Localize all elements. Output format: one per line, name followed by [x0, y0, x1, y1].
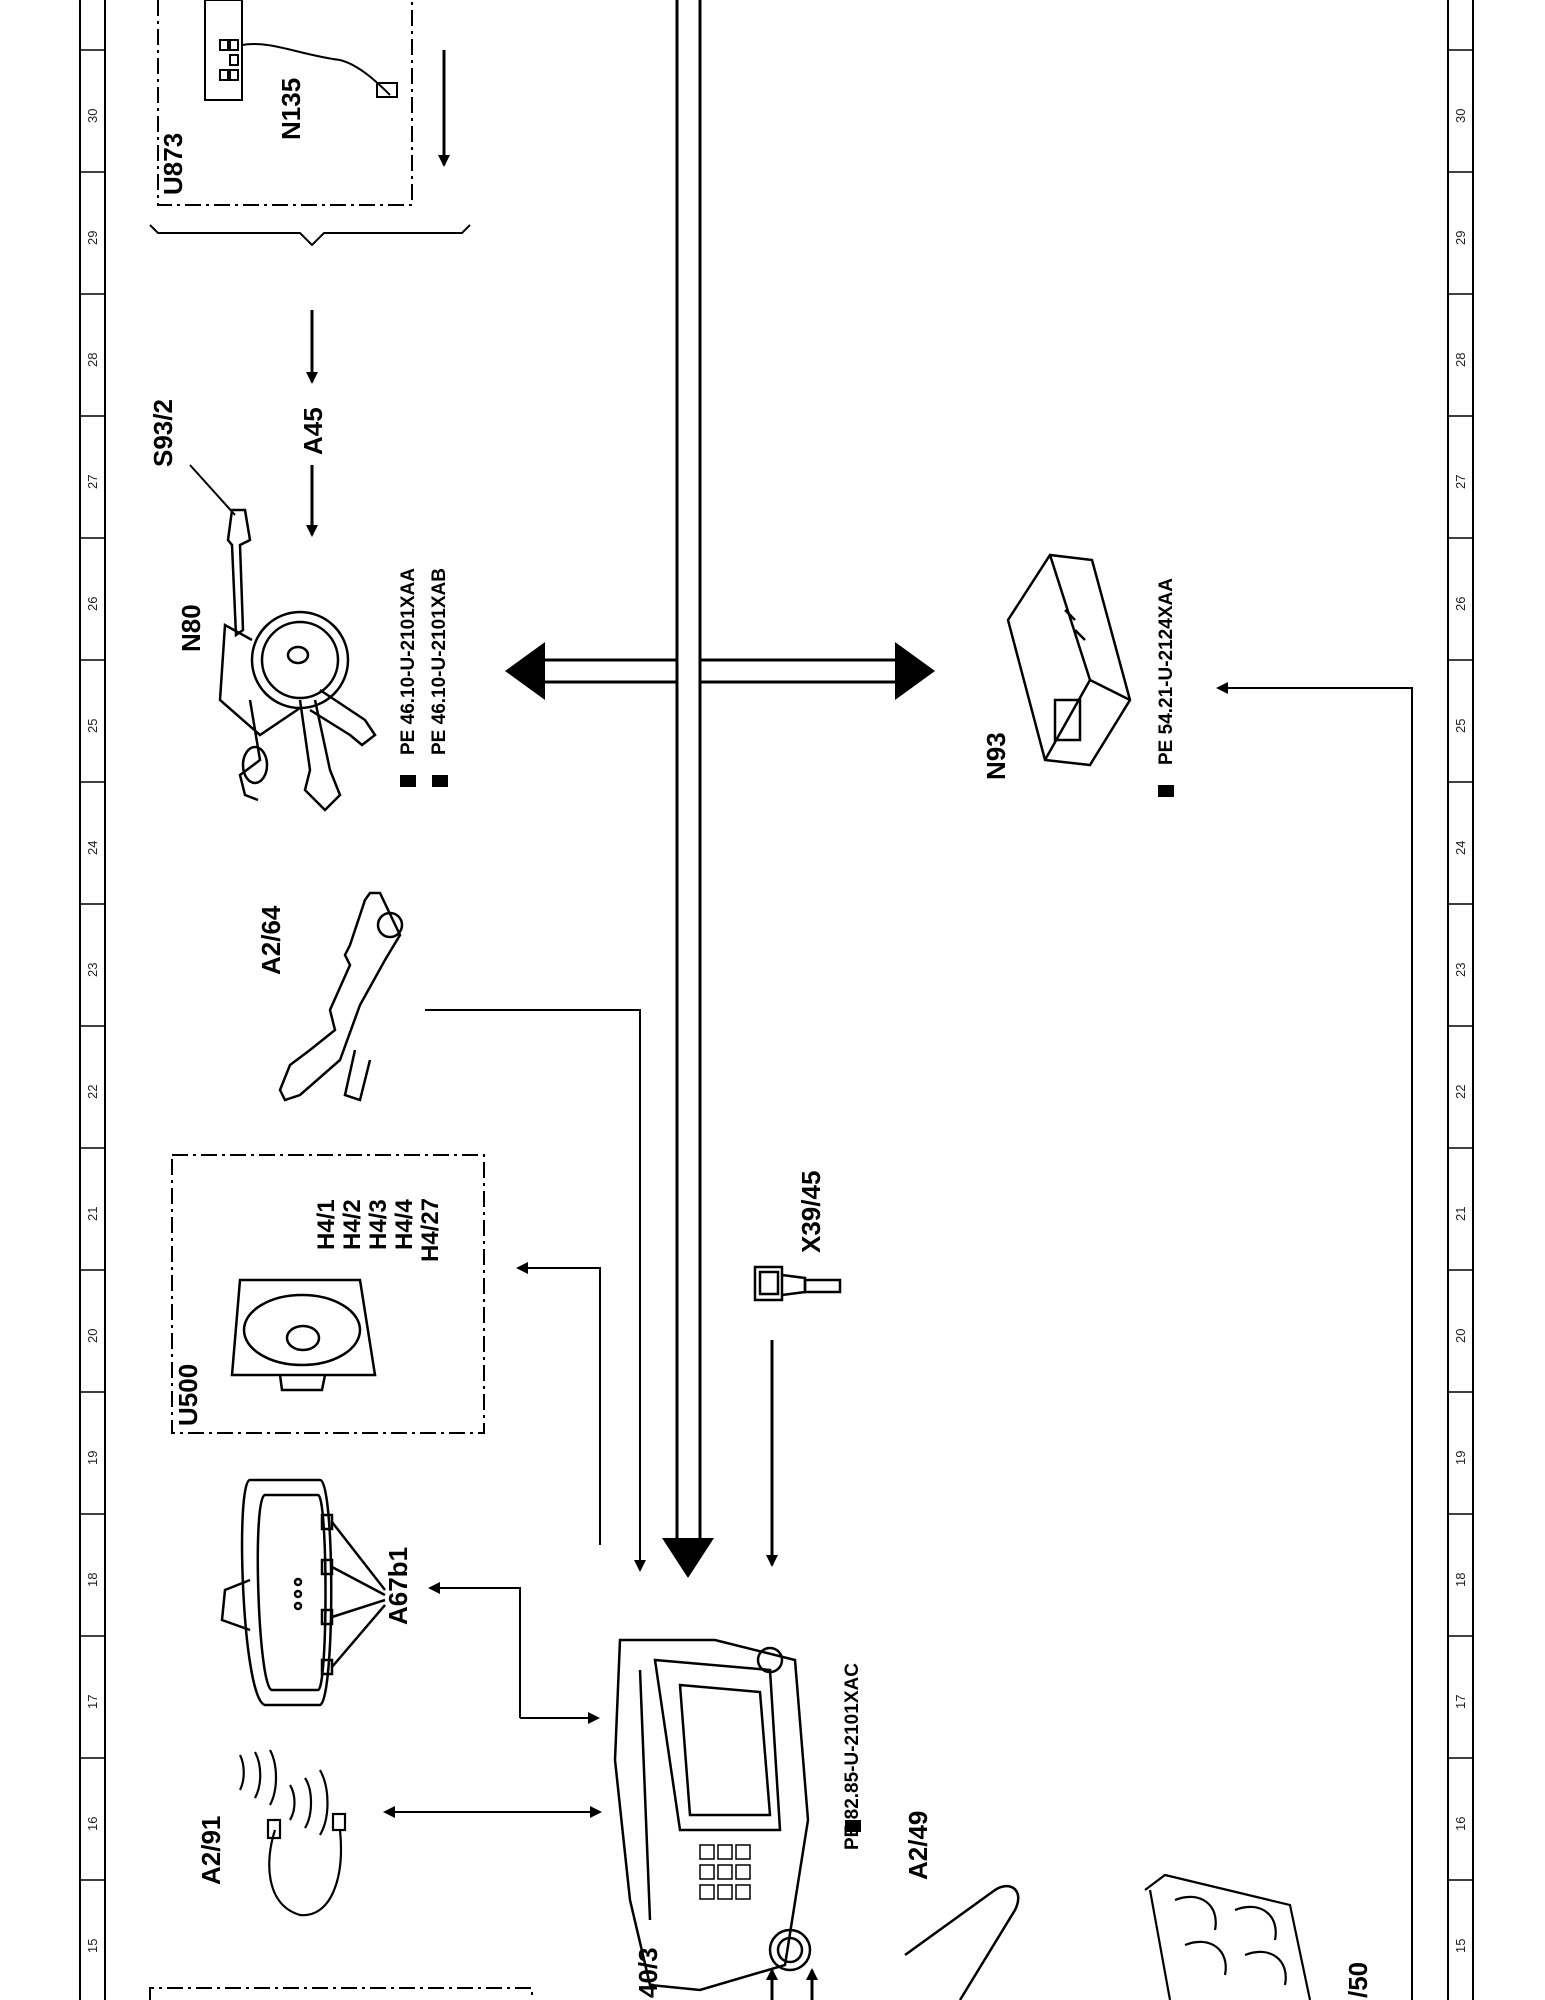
ruler-number: 30	[85, 108, 100, 123]
bus-arrow-right	[895, 642, 935, 700]
brace	[149, 224, 471, 247]
a2-91-sensor	[238, 1749, 347, 1917]
a40-ref: PE 82.85-U-2101XAC	[842, 1663, 863, 1850]
speaker	[230, 1278, 377, 1392]
label-a2-49: A2/49	[903, 1810, 933, 1880]
can-bus-main	[540, 0, 900, 1550]
bottom-right-component	[1144, 1873, 1312, 2000]
x39-45-connector	[753, 1265, 842, 1302]
label-h4-2: H4/2	[339, 1199, 366, 1250]
left-ruler	[79, 0, 106, 2000]
ruler-number: 20	[85, 1328, 100, 1343]
ruler-number: 25	[85, 718, 100, 733]
n93-ref: PE 54.21-U-2124XAA	[1156, 578, 1177, 765]
label-a2-91: A2/91	[196, 1815, 226, 1885]
label-h4-4: H4/4	[391, 1199, 418, 1250]
label-s93-2: S93/2	[148, 399, 178, 467]
ruler-number: 16	[85, 1816, 100, 1831]
label-h4-1: H4/1	[313, 1199, 340, 1250]
n80-steering-switch	[218, 508, 377, 812]
ruler-number: 28	[85, 352, 100, 367]
a2-64-bracket	[278, 891, 404, 1102]
label-a45: A45	[298, 407, 328, 455]
bus-arrow-left	[505, 642, 545, 700]
ruler-number: 30	[1453, 108, 1468, 123]
right-ruler	[1447, 0, 1474, 2000]
ruler-number: 27	[85, 474, 100, 489]
ruler-number: 21	[1453, 1206, 1468, 1221]
ruler-number: 15	[1453, 1938, 1468, 1953]
ruler-number: 20	[1453, 1328, 1468, 1343]
label-a67b1: A67b1	[383, 1546, 413, 1625]
label-u873: U873	[158, 132, 188, 195]
ruler-number: 25	[1453, 718, 1468, 733]
ruler-number: 29	[85, 230, 100, 245]
bottom-left-boundary	[149, 1987, 533, 2000]
a67b1-line	[428, 1582, 521, 1718]
label-u500: U500	[173, 1363, 203, 1426]
ruler-number: 22	[1453, 1084, 1468, 1099]
ruler-number: 23	[1453, 962, 1468, 977]
ruler-number: 23	[85, 962, 100, 977]
ruler-number: 17	[1453, 1694, 1468, 1709]
n135-module	[204, 0, 398, 101]
ruler-number: 16	[1453, 1816, 1468, 1831]
n80-ref-2: PE 46.10-U-2101XAB	[429, 568, 450, 755]
u500-line	[516, 1262, 601, 1545]
ruler-number: 18	[85, 1572, 100, 1587]
label-h4-3: H4/3	[365, 1199, 392, 1250]
bus-arrow-down	[662, 1538, 714, 1578]
n80-ref-1: PE 46.10-U-2101XAA	[398, 568, 419, 755]
ruler-number: 19	[1453, 1450, 1468, 1465]
hand-pointer-icon	[400, 775, 1174, 1832]
label-bottom-right-partial: /50	[1343, 1961, 1373, 1998]
ruler-number: 15	[85, 1938, 100, 1953]
label-n135: N135	[276, 77, 306, 140]
label-n93: N93	[981, 732, 1011, 780]
ruler-number: 29	[1453, 230, 1468, 245]
ruler-number: 18	[1453, 1572, 1468, 1587]
ruler-number: 24	[1453, 840, 1468, 855]
ruler-number: 22	[85, 1084, 100, 1099]
n93-module	[1006, 553, 1132, 767]
ruler-number: 26	[85, 596, 100, 611]
ruler-number: 27	[1453, 474, 1468, 489]
ruler-number: 24	[85, 840, 100, 855]
s93-2-leader	[189, 464, 236, 516]
ruler-number: 19	[85, 1450, 100, 1465]
label-n80: N80	[176, 604, 206, 652]
ruler-number: 28	[1453, 352, 1468, 367]
a2-49-antenna	[904, 1884, 1020, 2000]
label-a2-64: A2/64	[256, 905, 286, 975]
ruler-number: 17	[85, 1694, 100, 1709]
a67b1-mirror	[220, 1478, 386, 1707]
u500-boundary	[171, 1154, 485, 1434]
a2-64-line	[425, 1009, 646, 1572]
label-x39-45: X39/45	[796, 1170, 826, 1253]
ruler-number: 26	[1453, 596, 1468, 611]
label-h4-27: H4/27	[417, 1197, 444, 1262]
ruler-number: 21	[85, 1206, 100, 1221]
n93-feed-line	[1216, 682, 1413, 2000]
u873-boundary	[157, 0, 413, 206]
a40-3-head-unit	[613, 1638, 812, 1992]
label-a40-3-partial: 40/3	[633, 1947, 663, 1998]
